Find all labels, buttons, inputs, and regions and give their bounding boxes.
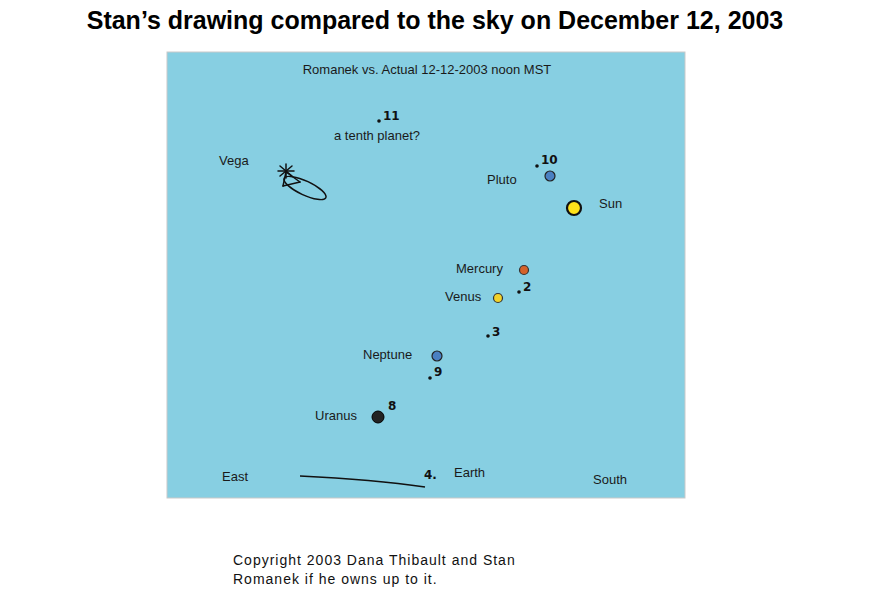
direction-label: South [593,473,627,488]
callout-number: 3 [492,326,500,340]
planet-label: Venus [445,290,481,305]
vega-sketch [278,164,329,204]
copyright-caption: Copyright 2003 Dana Thibault and Stan Ro… [233,551,578,589]
planet-label: Pluto [487,173,517,188]
callout-number: 2 [523,281,531,295]
sky-panel [167,52,685,498]
panel-heading: Romanek vs. Actual 12-12-2003 noon MST [303,63,552,78]
planet-label: Sun [599,197,622,212]
callout-number: 8 [388,400,396,414]
horizon-line [300,476,425,487]
planet-label: Earth [454,466,485,481]
planet-label: Neptune [363,348,412,363]
neptune-dot [432,351,442,361]
sun-dot [567,201,581,215]
callout-number: 10 [541,154,558,168]
pluto-dot [545,171,555,181]
uranus-dot [372,411,384,423]
callout-number: 4. [424,469,437,483]
direction-label: East [222,470,248,485]
page-title: Stan’s drawing compared to the sky on De… [87,6,784,35]
callout-number: 9 [434,366,442,380]
handwritten-dots [377,119,539,380]
note-label: a tenth planet? [334,129,420,144]
star-label: Vega [219,154,249,169]
venus-dot [494,294,503,303]
callout-number: 11 [383,110,400,124]
planet-label: Uranus [315,409,357,424]
planet-label: Mercury [456,262,503,277]
mercury-dot [520,266,529,275]
